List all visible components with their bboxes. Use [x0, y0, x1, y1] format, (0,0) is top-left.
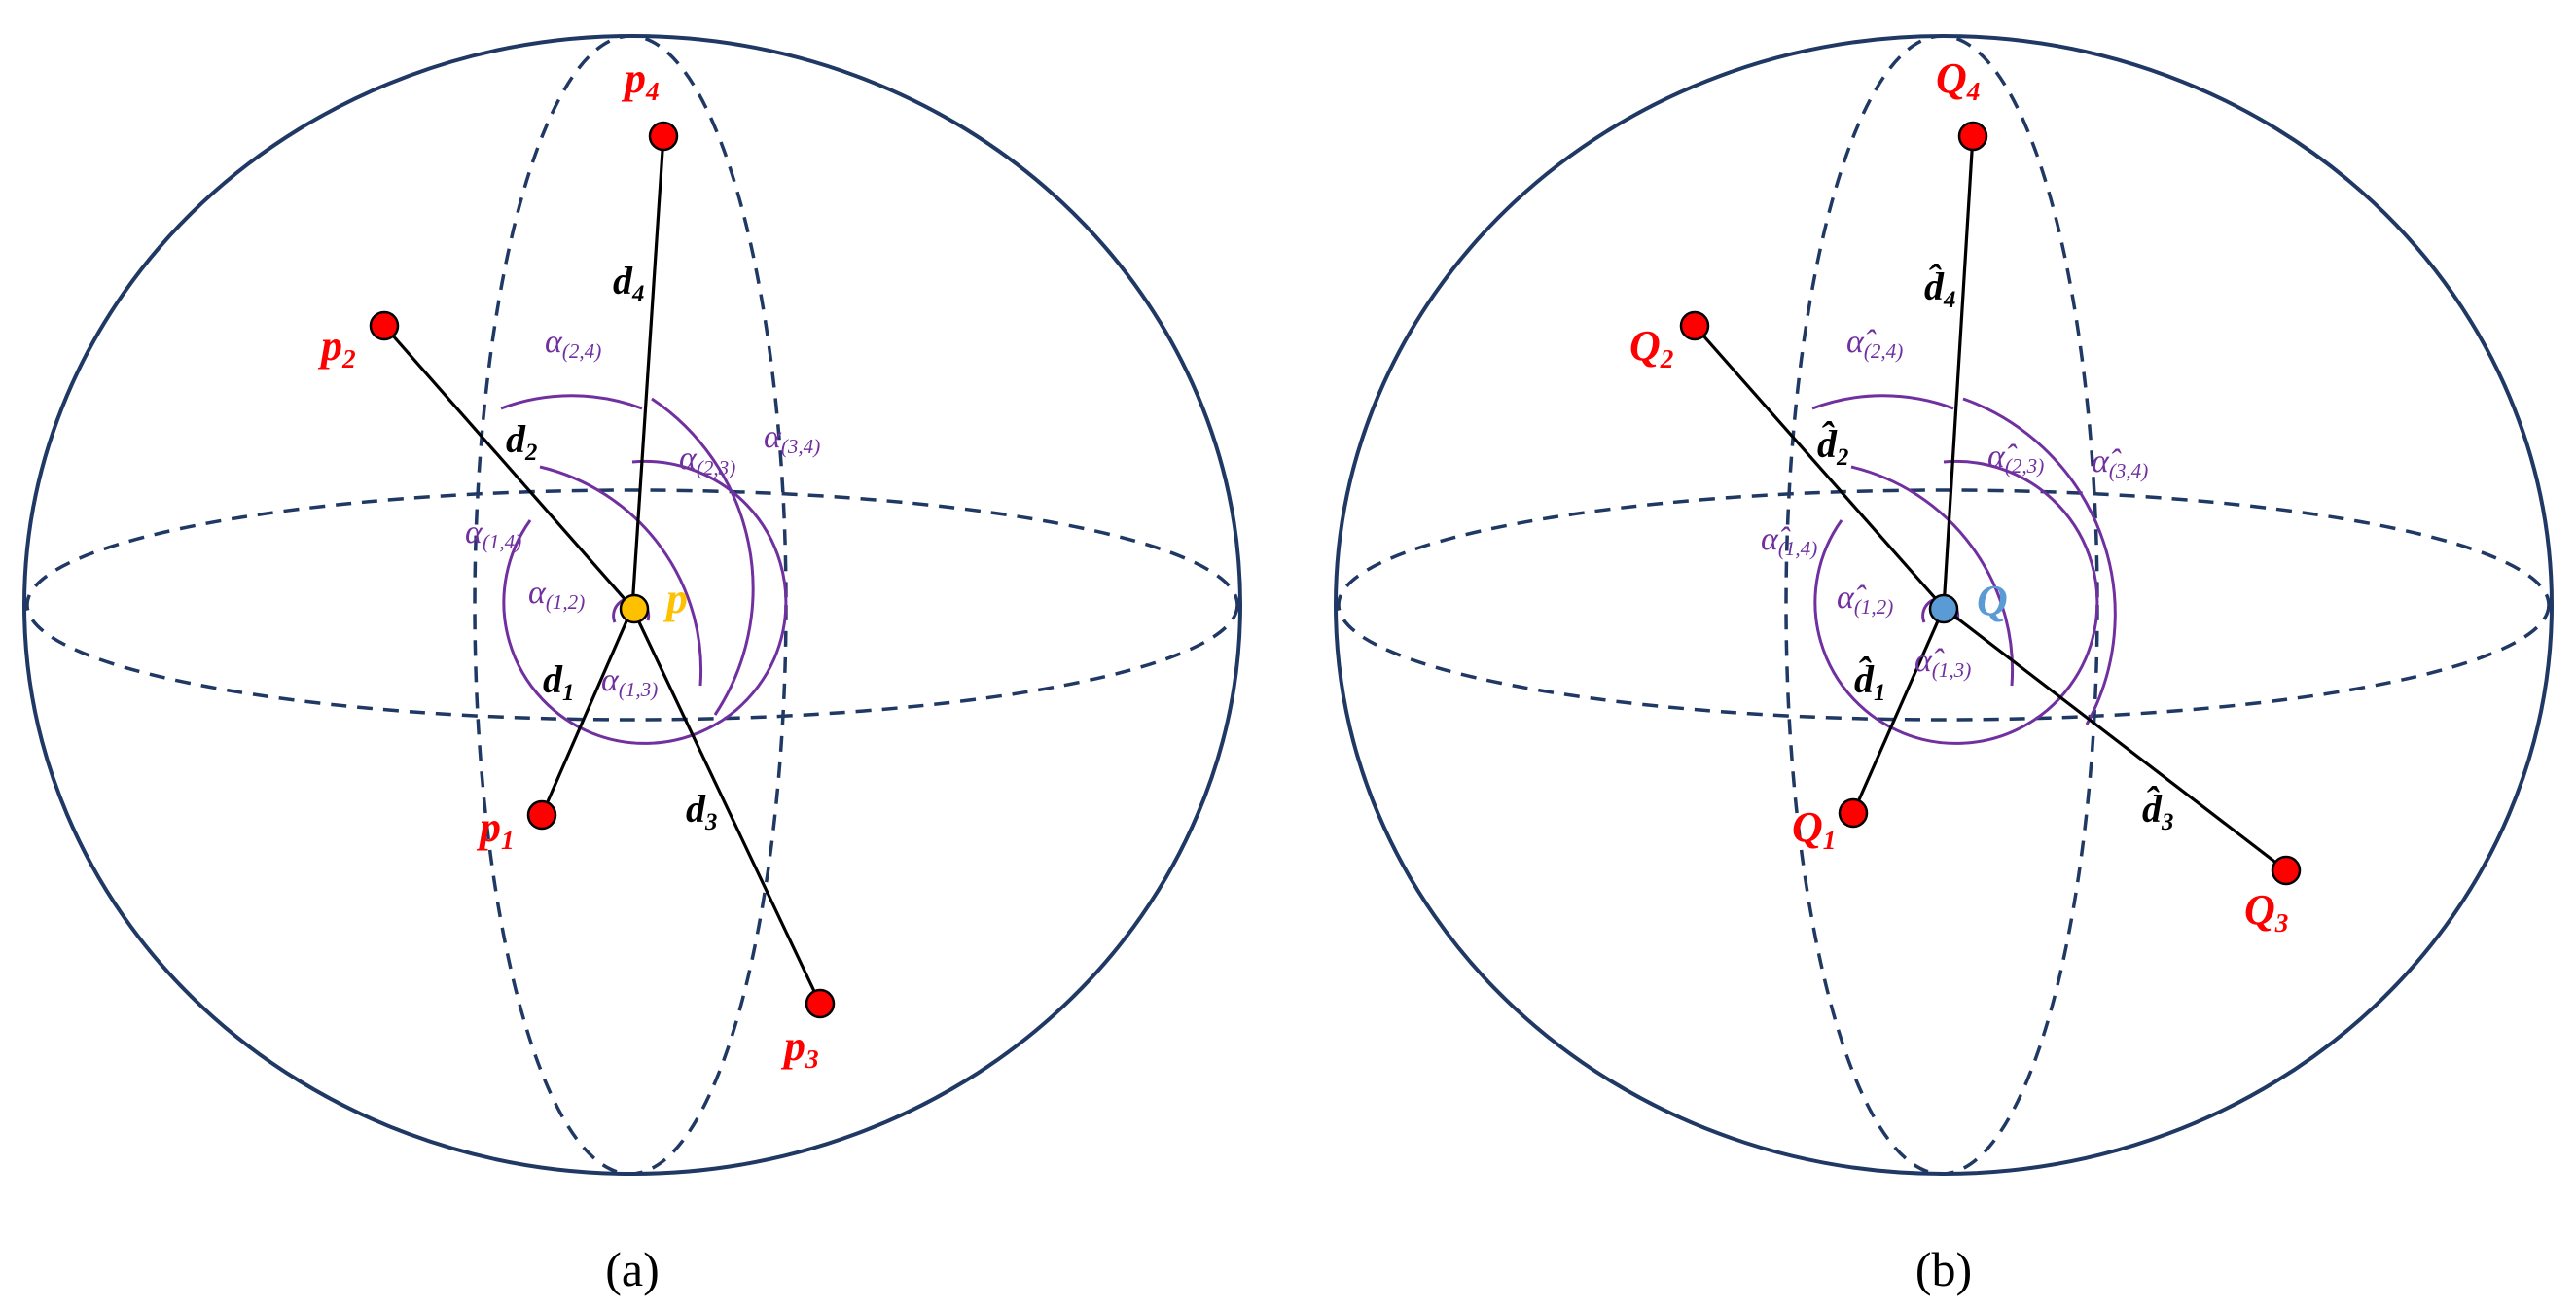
equator-a: [25, 488, 1239, 722]
point-q2: [1679, 310, 1710, 341]
angle-arc-1-4-b: [1813, 459, 2099, 745]
label-center-p: p: [662, 575, 688, 622]
panel-a: p1 p2 p3 p4 p d1 d2 d3 d4 α(1,2) α(1,3) …: [22, 34, 1242, 1296]
point-p1: [526, 799, 557, 831]
label-alpha-1-3-b: α̂(1,3): [1914, 643, 1971, 682]
label-alpha-2-3-b: α̂(2,3): [1987, 439, 2044, 478]
caption-b: (b): [1915, 1242, 1972, 1296]
segment-d1-a: [540, 607, 634, 816]
angle-arc-1-4-a: [502, 459, 788, 745]
angle-arc-3-4-a: [651, 397, 755, 716]
label-alpha-3-4-b: α̂(3,4): [2092, 443, 2148, 482]
equator-b: [1337, 488, 2551, 722]
center-point-q: [1928, 593, 1959, 624]
label-alpha-1-3-a: α(1,3): [601, 662, 658, 701]
angle-arc-2-3-b: [1850, 465, 2015, 687]
label-q4: Q4: [1936, 54, 1980, 106]
label-alpha-1-4-a: α(1,4): [465, 514, 521, 553]
point-p2: [369, 310, 400, 341]
segment-d3-b: [1943, 606, 2287, 872]
label-alpha-2-4-b: α̂(2,4): [1846, 324, 1903, 363]
label-p2: p2: [317, 322, 356, 373]
label-alpha-1-2-b: α̂(1,2): [1837, 580, 1893, 619]
angle-arc-2-4-a: [500, 394, 643, 410]
panel-b: Q1 Q2 Q3 Q4 Q d̂1 d̂2 d̂3 d̂4 α̂(1,2) α̂…: [1334, 34, 2554, 1296]
label-d4-b: d̂4: [1924, 264, 1955, 313]
label-center-q: Q: [1977, 577, 2008, 624]
point-p3: [805, 988, 836, 1019]
segment-d2-a: [382, 324, 634, 610]
label-d2-a: d2: [506, 417, 537, 466]
label-d1-a: d1: [543, 657, 574, 706]
label-alpha-1-2-a: α(1,2): [528, 575, 585, 614]
point-q4: [1957, 121, 1988, 152]
segment-d1-b: [1851, 607, 1946, 814]
label-p3: p3: [780, 1022, 819, 1074]
label-p1: p1: [476, 803, 515, 855]
point-p4: [648, 121, 679, 152]
label-alpha-3-4-a: α(3,4): [764, 419, 820, 458]
label-alpha-1-4-b: α̂(1,4): [1761, 521, 1817, 560]
label-d1-b: d̂1: [1854, 656, 1885, 706]
label-q1: Q1: [1792, 803, 1836, 855]
label-d4-a: d4: [613, 259, 644, 307]
label-d2-b: d̂2: [1817, 421, 1848, 471]
label-d3-a: d3: [686, 787, 717, 835]
segment-d2-b: [1693, 324, 1946, 610]
angle-arc-2-4-b: [1811, 394, 1954, 410]
point-q3: [2271, 855, 2302, 886]
angle-arc-3-4-b: [1962, 397, 2117, 725]
segment-d4-a: [630, 135, 665, 609]
point-q1: [1838, 797, 1869, 829]
label-q2: Q2: [1629, 322, 1673, 373]
label-p4: p4: [621, 54, 660, 106]
caption-a: (a): [605, 1242, 660, 1296]
center-point-p: [619, 593, 650, 624]
segment-d4-b: [1942, 135, 1975, 609]
label-d3-b: d̂3: [2142, 786, 2173, 835]
angle-arc-2-3-a: [539, 465, 703, 687]
segment-d3-a: [630, 607, 822, 1005]
label-q3: Q3: [2244, 886, 2288, 938]
label-alpha-2-4-a: α(2,4): [545, 324, 601, 363]
label-alpha-2-3-a: α(2,3): [679, 441, 735, 479]
